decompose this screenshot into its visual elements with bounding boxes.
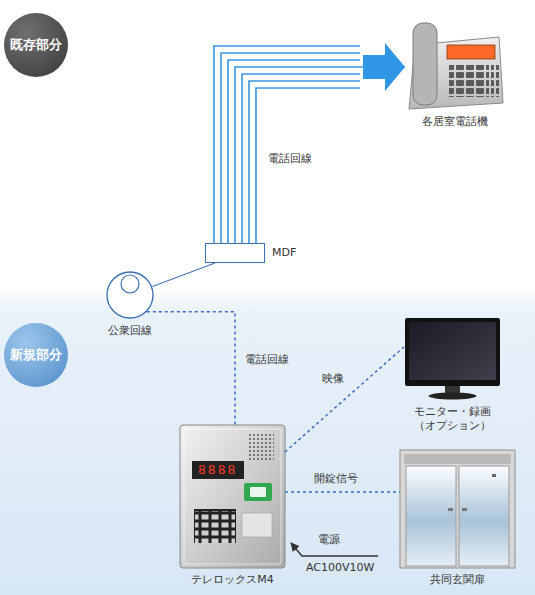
entrance-door: 共同玄関扉 (400, 450, 515, 568)
power-label: 電源 (318, 533, 340, 547)
telelox-badge (244, 483, 272, 501)
public-line-node: 公衆回線 (106, 271, 154, 319)
monitor-bezel (405, 318, 500, 386)
node-caption: テレロックスM4 (191, 573, 274, 587)
phone-unit: 各居室電話機 (405, 15, 505, 110)
phone-handset (413, 23, 437, 105)
phone-line-bundle (214, 46, 360, 243)
monitor-base (429, 393, 477, 400)
monitor-screen (409, 322, 496, 380)
edge-label: 電話回線 (245, 353, 289, 367)
phone-line (242, 74, 360, 243)
door-transom (404, 454, 511, 464)
telelox-unit: テレロックスM4 (180, 425, 285, 568)
node-caption: MDF (272, 246, 296, 260)
node-caption: 各居室電話機 (422, 115, 488, 129)
connector (235, 67, 405, 243)
door-frame (400, 450, 515, 568)
phone-display (447, 45, 495, 59)
monitor-illustration (405, 318, 500, 400)
telelox-display (192, 461, 244, 479)
edge-label: 映像 (322, 372, 344, 386)
telelox-bevel (184, 429, 281, 564)
door-leaf (459, 466, 509, 566)
section-badge: 既存部分 (4, 13, 68, 77)
connector (285, 346, 405, 452)
phone-illustration (409, 23, 503, 109)
node-caption: 公衆回線 (108, 324, 152, 338)
edge-label: 開錠信号 (314, 472, 358, 486)
connector (285, 491, 400, 493)
phone-line (214, 46, 360, 243)
door-handle (448, 508, 453, 511)
phone-buttons (491, 65, 499, 97)
phone-keypad (449, 65, 489, 97)
monitor-stand (445, 386, 460, 393)
door-leaf (406, 466, 456, 566)
telelox-keys (195, 511, 235, 543)
door-handle (462, 508, 467, 511)
circle-inner (121, 275, 139, 293)
connector (147, 312, 235, 425)
circle-outline (107, 272, 153, 318)
power-spec: AC100V10W (306, 561, 374, 575)
section-title: 既存部分 (10, 37, 62, 54)
phone-line (228, 60, 360, 243)
edge-label: 電話回線 (268, 152, 312, 166)
phone-line (256, 88, 360, 243)
telelox-illustration (180, 425, 285, 568)
node-caption: モニター・録画 （オプション） (401, 405, 505, 434)
new-section-ground (0, 288, 535, 595)
display-digits: 8888 (198, 462, 237, 478)
section-badge: 新規部分 (4, 323, 68, 387)
phone-line (249, 81, 360, 243)
telelox-keypad (194, 509, 236, 543)
telelox-badge-inner (250, 487, 266, 497)
section-title: 新規部分 (10, 347, 62, 364)
circle-outline (106, 271, 154, 319)
door-lock (492, 474, 496, 477)
door-illustration (400, 450, 515, 568)
mdf-box: MDF (205, 243, 265, 263)
telelox-speaker (248, 433, 274, 461)
telelox-panel (242, 513, 272, 537)
telelox-body (180, 425, 285, 568)
node-caption: 共同玄関扉 (430, 573, 485, 587)
connector (152, 263, 215, 287)
phone-line (221, 53, 360, 243)
monitor-unit: モニター・録画 （オプション） (405, 318, 500, 400)
